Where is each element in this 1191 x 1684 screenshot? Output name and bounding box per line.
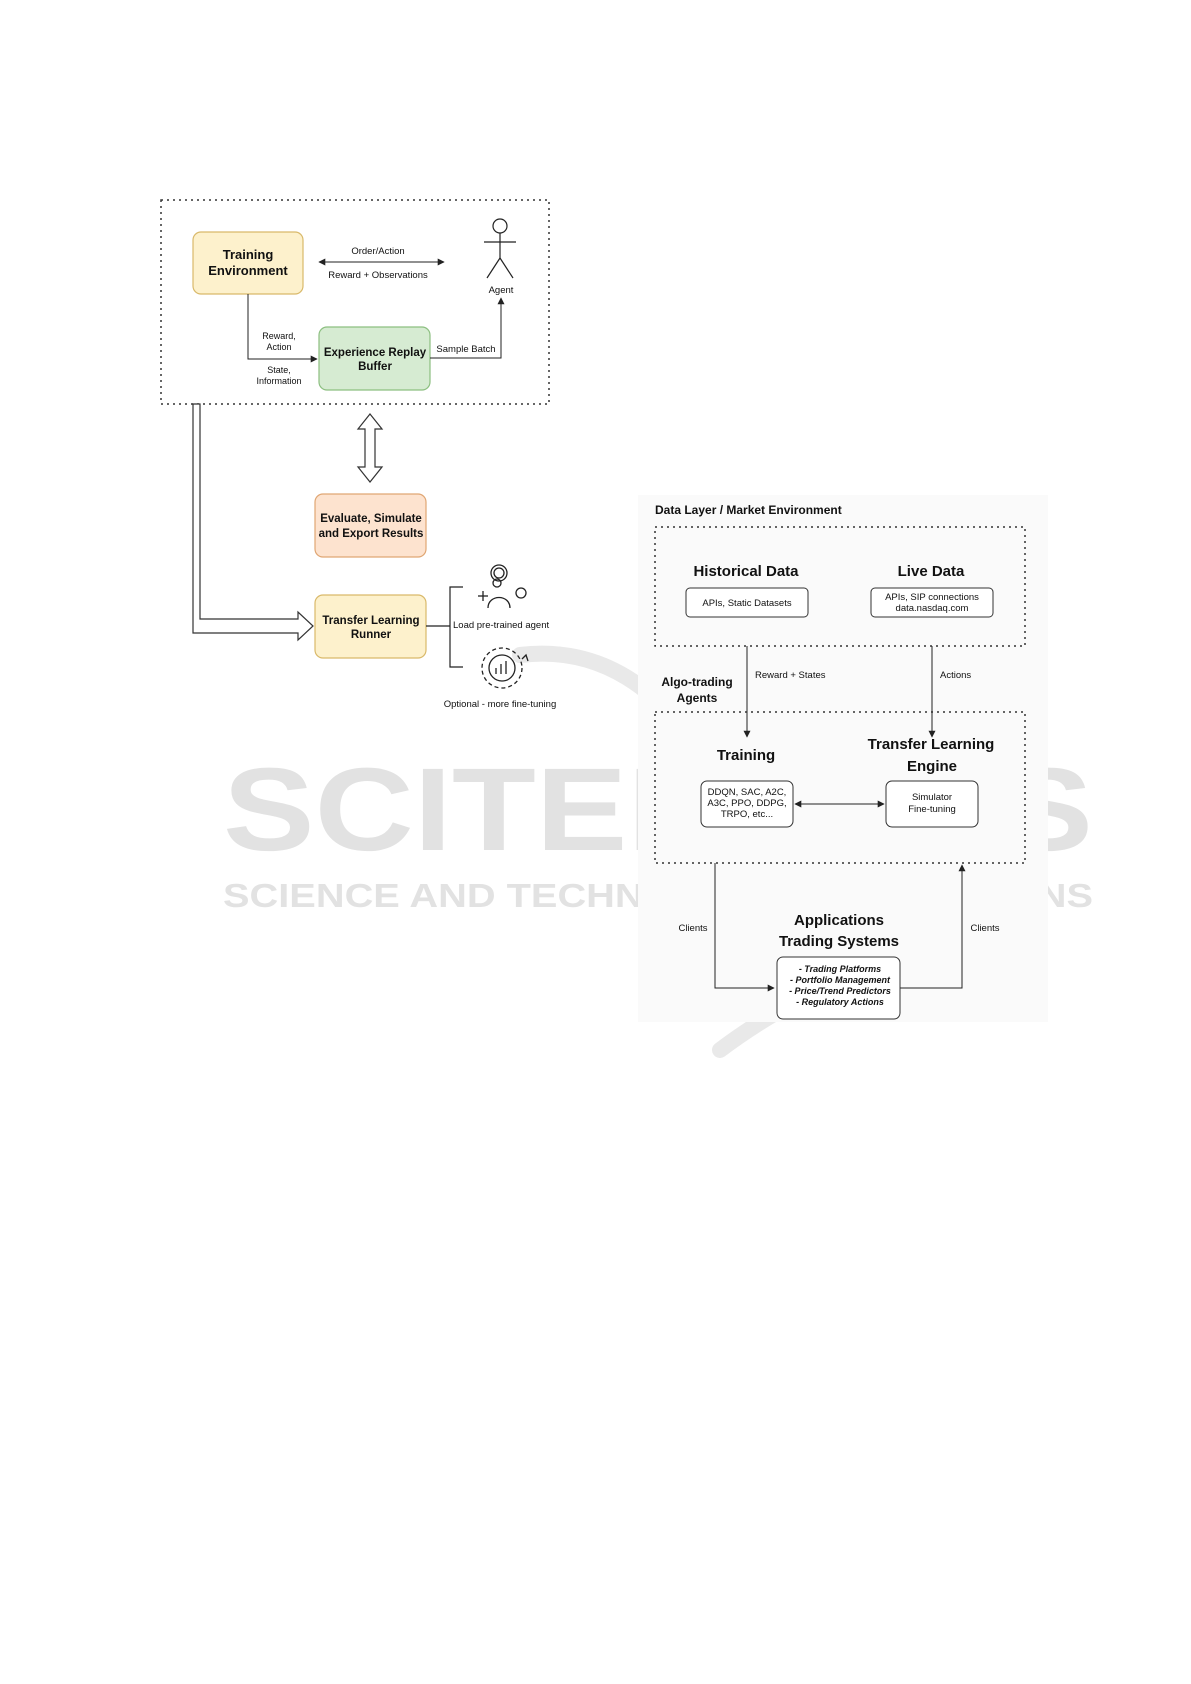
data-layer-container bbox=[654, 526, 1026, 647]
architecture-panel-background bbox=[638, 495, 1048, 1022]
clients-right-connector bbox=[900, 864, 966, 989]
training-algorithms-1: DDQN, SAC, A2C, bbox=[708, 787, 787, 798]
clients-left-connector bbox=[714, 863, 775, 992]
live-data-sources-2: data.nasdaq.com bbox=[896, 603, 969, 614]
clients-left-label: Clients bbox=[678, 923, 707, 934]
transfer-engine-simulator: Simulator bbox=[912, 792, 952, 803]
rl-training-pipeline-diagram: Training Environment Order/Action Reward… bbox=[160, 199, 556, 710]
evaluate-simulate-export-box bbox=[314, 493, 427, 558]
state-information-label-2: Information bbox=[256, 376, 301, 386]
transfer-engine-finetuning: Fine-tuning bbox=[908, 804, 956, 815]
runner-options-bracket bbox=[449, 586, 463, 668]
data-layer-title: Data Layer / Market Environment bbox=[655, 503, 842, 517]
fine-tuning-gear-chart-icon bbox=[481, 647, 529, 689]
order-action-label: Order/Action bbox=[351, 246, 404, 257]
reward-observations-label: Reward + Observations bbox=[328, 270, 428, 281]
reward-action-label-2: Action bbox=[266, 342, 291, 352]
reward-action-label-1: Reward, bbox=[262, 331, 296, 341]
env-to-buffer-connector bbox=[247, 294, 318, 363]
transfer-runner-label-1: Transfer Learning bbox=[322, 615, 419, 627]
buffer-to-agent-connector bbox=[430, 297, 505, 359]
evaluate-label-2: and Export Results bbox=[319, 528, 424, 540]
state-information-label-1: State, bbox=[267, 365, 291, 375]
sample-batch-label: Sample Batch bbox=[436, 344, 495, 355]
market-architecture-diagram: Data Layer / Market Environment Historic… bbox=[638, 495, 1048, 1022]
pretrained-agent-person-icon bbox=[478, 564, 527, 609]
live-data-title: Live Data bbox=[898, 563, 965, 580]
evaluate-label-1: Evaluate, Simulate bbox=[320, 513, 422, 525]
training-algorithms-3: TRPO, etc... bbox=[721, 809, 773, 820]
app-item-trading-platforms: - Trading Platforms bbox=[799, 964, 881, 974]
app-item-price-trend-predictors: - Price/Trend Predictors bbox=[789, 986, 891, 996]
applications-title-2: Trading Systems bbox=[779, 933, 899, 950]
training-algorithms-2: A3C, PPO, DDPG, bbox=[707, 798, 786, 809]
bidirectional-hollow-arrow bbox=[356, 413, 384, 483]
live-data-box bbox=[870, 587, 994, 618]
app-item-regulatory-actions: - Regulatory Actions bbox=[796, 997, 884, 1007]
experience-replay-label-2: Buffer bbox=[358, 361, 392, 373]
transfer-engine-title-2: Engine bbox=[907, 758, 957, 775]
optional-finetuning-label: Optional - more fine-tuning bbox=[444, 699, 556, 710]
applications-title-1: Applications bbox=[794, 912, 884, 929]
training-algorithms-box bbox=[700, 780, 794, 828]
transfer-engine-title-1: Transfer Learning bbox=[868, 736, 995, 753]
algo-agents-label-2: Agents bbox=[677, 691, 718, 705]
training-loop-container bbox=[160, 199, 550, 405]
actions-label: Actions bbox=[940, 670, 971, 681]
historical-data-box bbox=[685, 587, 809, 618]
agent-label: Agent bbox=[489, 285, 514, 296]
experience-replay-label-1: Experience Replay bbox=[324, 347, 427, 359]
training-environment-label-1: Training bbox=[223, 247, 274, 262]
training-title: Training bbox=[717, 747, 775, 764]
applications-box bbox=[776, 956, 901, 1020]
hollow-l-arrow-to-runner bbox=[192, 403, 314, 642]
historical-data-sources: APIs, Static Datasets bbox=[702, 598, 791, 609]
load-pretrained-label: Load pre-trained agent bbox=[453, 620, 549, 631]
reward-states-label: Reward + States bbox=[755, 670, 826, 681]
algo-agents-label-1: Algo-trading bbox=[661, 675, 732, 689]
training-environment-label-2: Environment bbox=[208, 263, 288, 278]
app-item-portfolio-management: - Portfolio Management bbox=[790, 975, 891, 985]
clients-right-label: Clients bbox=[970, 923, 999, 934]
live-data-sources-1: APIs, SIP connections bbox=[885, 592, 979, 603]
transfer-runner-label-2: Runner bbox=[351, 629, 392, 641]
agents-layer-container bbox=[654, 711, 1026, 864]
historical-data-title: Historical Data bbox=[693, 563, 799, 580]
agent-stick-figure-icon bbox=[484, 218, 516, 279]
transfer-engine-box bbox=[885, 780, 979, 828]
